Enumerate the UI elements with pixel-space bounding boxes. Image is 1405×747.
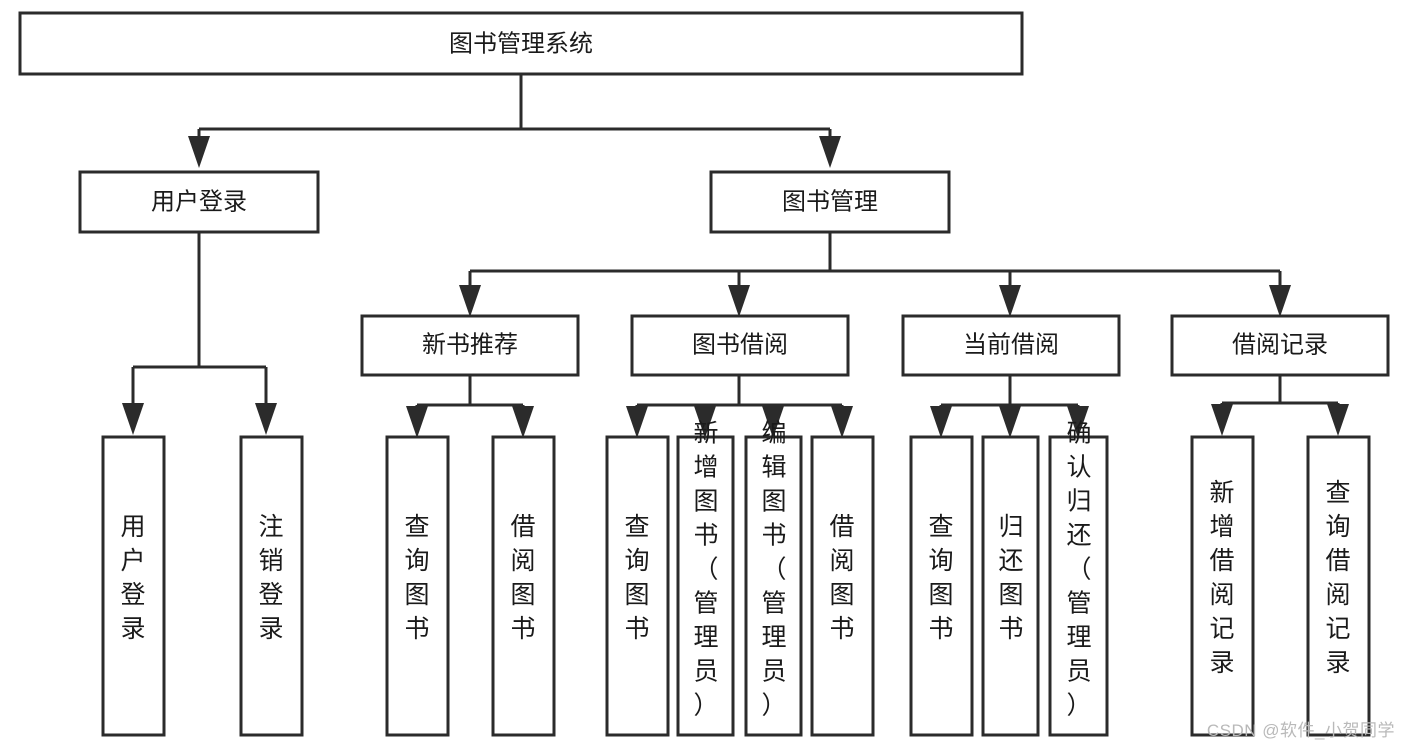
arrow-icon	[459, 285, 481, 317]
node-book-management-box[interactable]	[709, 170, 951, 234]
node-leaf-new-book-1-box[interactable]	[491, 435, 556, 737]
arrow-icon	[1211, 404, 1233, 436]
node-new-book-recommend-box[interactable]	[360, 314, 580, 377]
node-leaf-current-borrow-0-label: 查询图书	[928, 513, 953, 643]
arrow-icon	[188, 136, 210, 168]
node-leaf-borrow-record-1-box[interactable]	[1306, 435, 1371, 737]
node-leaf-borrow-record-0-box[interactable]	[1190, 435, 1255, 737]
node-borrow-record-label: 借阅记录	[1232, 331, 1328, 358]
node-leaf-new-book-0-label: 查询图书	[404, 513, 429, 643]
connector-group-book-borrow	[626, 375, 853, 438]
arrow-icon	[122, 403, 144, 435]
node-leaf-borrow-record-0[interactable]: 新增借阅记录	[1190, 435, 1255, 737]
node-leaf-current-borrow-1[interactable]: 归还图书	[981, 435, 1040, 737]
node-leaf-book-borrow-3-box[interactable]	[810, 435, 875, 737]
node-leaf-book-borrow-1[interactable]: 新增图书（管理员）	[676, 419, 735, 737]
node-leaf-user-login-1-label: 注销登录	[258, 513, 283, 643]
arrow-icon	[831, 406, 853, 438]
node-leaf-user-login-1[interactable]: 注销登录	[239, 435, 304, 737]
node-leaf-book-borrow-2[interactable]: 编辑图书（管理员）	[744, 419, 803, 737]
node-leaf-book-borrow-3[interactable]: 借阅图书	[810, 435, 875, 737]
node-leaf-borrow-record-1[interactable]: 查询借阅记录	[1306, 435, 1371, 737]
connector-group-new-book	[406, 375, 534, 438]
node-leaf-book-borrow-0-label: 查询图书	[624, 513, 649, 643]
node-book-borrow-label: 图书借阅	[692, 331, 788, 358]
node-leaf-new-book-1-label: 借阅图书	[510, 513, 535, 643]
connector-group-current-borrow	[930, 375, 1089, 438]
node-leaf-new-book-0-box[interactable]	[385, 435, 450, 737]
node-root-box[interactable]	[18, 11, 1024, 76]
node-book-management[interactable]: 图书管理	[709, 170, 951, 234]
node-root-label: 图书管理系统	[449, 30, 593, 57]
arrow-icon	[999, 285, 1021, 317]
arrow-icon	[728, 285, 750, 317]
arrow-icon	[930, 406, 952, 438]
arrow-icon	[1269, 285, 1291, 317]
connector-group-user-login	[122, 232, 277, 435]
node-new-book-recommend[interactable]: 新书推荐	[360, 314, 580, 377]
node-book-management-label: 图书管理	[782, 188, 878, 215]
connector-group-borrow-record	[1211, 375, 1349, 436]
node-leaf-current-borrow-2[interactable]: 确认归还（管理员）	[1048, 419, 1109, 737]
arrow-icon	[819, 136, 841, 168]
node-leaf-book-borrow-0[interactable]: 查询图书	[605, 435, 670, 737]
node-leaf-book-borrow-2-label: 编辑图书（管理员）	[761, 419, 786, 719]
node-user-login-label: 用户登录	[151, 188, 247, 215]
node-leaf-book-borrow-2-box[interactable]	[744, 435, 803, 737]
connector-group-book-mgmt	[459, 232, 1291, 317]
node-borrow-record[interactable]: 借阅记录	[1170, 314, 1390, 377]
node-leaf-user-login-0[interactable]: 用户登录	[101, 435, 166, 737]
node-root[interactable]: 图书管理系统	[18, 11, 1024, 76]
node-leaf-book-borrow-3-label: 借阅图书	[829, 513, 854, 643]
node-leaf-current-borrow-0-box[interactable]	[909, 435, 974, 737]
node-leaf-book-borrow-1-label: 新增图书（管理员）	[693, 419, 718, 719]
arrow-icon	[255, 403, 277, 435]
node-book-borrow[interactable]: 图书借阅	[630, 314, 850, 377]
node-borrow-record-box[interactable]	[1170, 314, 1390, 377]
node-new-book-recommend-label: 新书推荐	[422, 331, 518, 358]
arrow-icon	[626, 406, 648, 438]
node-leaf-current-borrow-1-box[interactable]	[981, 435, 1040, 737]
node-leaf-book-borrow-0-box[interactable]	[605, 435, 670, 737]
node-current-borrow-box[interactable]	[901, 314, 1121, 377]
arrow-icon	[512, 406, 534, 438]
node-current-borrow[interactable]: 当前借阅	[901, 314, 1121, 377]
node-leaf-current-borrow-0[interactable]: 查询图书	[909, 435, 974, 737]
arrow-icon	[406, 406, 428, 438]
node-leaf-user-login-0-label: 用户登录	[120, 513, 145, 643]
node-leaf-borrow-record-1-label: 查询借阅记录	[1325, 479, 1350, 677]
node-current-borrow-label: 当前借阅	[963, 331, 1059, 358]
node-leaf-current-borrow-2-label: 确认归还（管理员）	[1066, 419, 1091, 719]
node-user-login[interactable]: 用户登录	[78, 170, 320, 234]
node-leaf-user-login-1-box[interactable]	[239, 435, 304, 737]
node-leaf-book-borrow-1-box[interactable]	[676, 435, 735, 737]
node-leaf-user-login-0-box[interactable]	[101, 435, 166, 737]
node-leaf-new-book-0[interactable]: 查询图书	[385, 435, 450, 737]
node-user-login-box[interactable]	[78, 170, 320, 234]
arrow-icon	[999, 406, 1021, 438]
node-leaf-current-borrow-1-label: 归还图书	[998, 513, 1023, 643]
node-book-borrow-box[interactable]	[630, 314, 850, 377]
node-leaf-new-book-1[interactable]: 借阅图书	[491, 435, 556, 737]
node-leaf-current-borrow-2-box[interactable]	[1048, 435, 1109, 737]
connector-group-root	[188, 74, 841, 168]
arrow-icon	[1327, 404, 1349, 436]
node-leaf-borrow-record-0-label: 新增借阅记录	[1209, 479, 1234, 677]
